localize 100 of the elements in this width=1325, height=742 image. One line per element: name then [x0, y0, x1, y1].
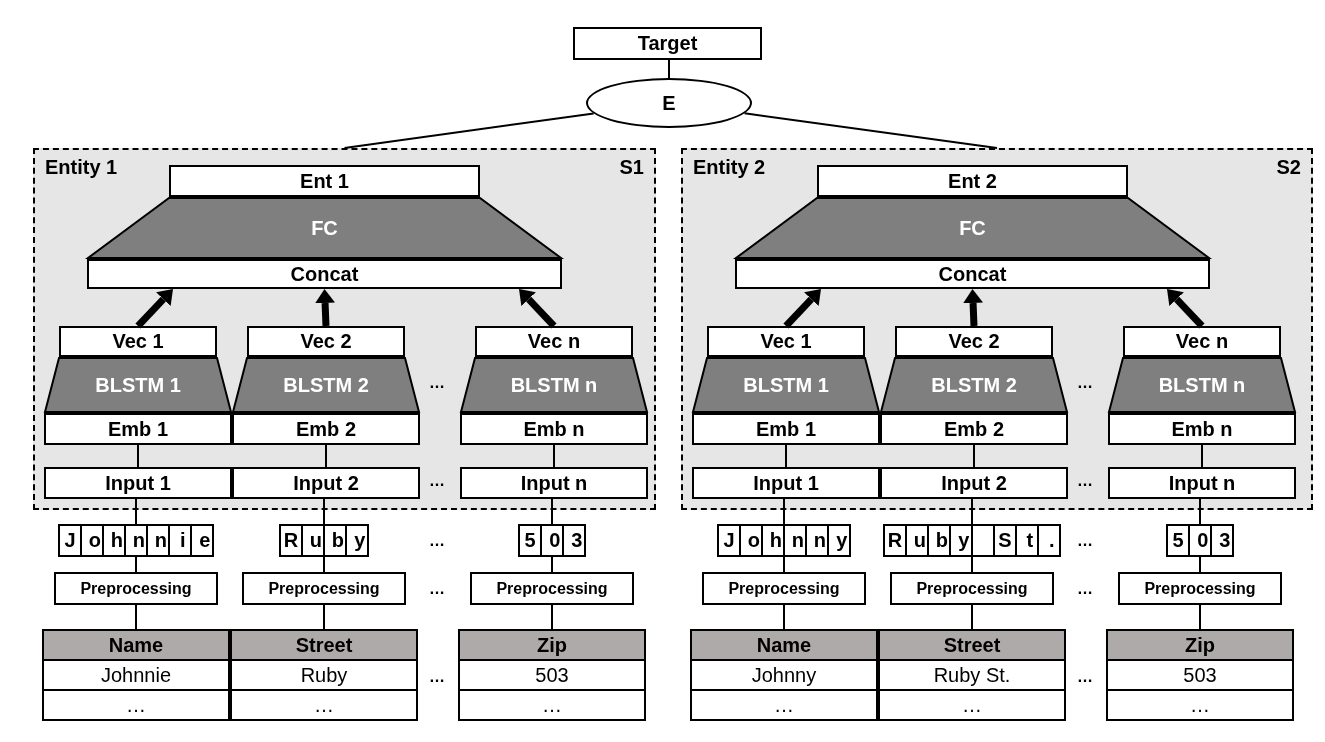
block-arrow [519, 289, 557, 329]
table-cell: Ruby [230, 659, 418, 691]
table-cell: … [458, 689, 646, 721]
connector-line [783, 498, 785, 525]
panel-title: Entity 2 [693, 156, 766, 179]
connector-line [971, 498, 973, 525]
panel-label: S2 [1276, 156, 1301, 179]
blstm-layer: BLSTM 1 [44, 357, 232, 413]
layer-box: Ent 1 [169, 165, 480, 197]
output-box: Target [573, 27, 762, 60]
connector-line [135, 556, 137, 573]
vector-box: Vec 1 [707, 326, 865, 357]
table-cell: … [42, 689, 230, 721]
vector-box: Vec n [475, 326, 633, 357]
column-header: Name [42, 629, 230, 661]
connector-line [343, 112, 595, 149]
column-header: Zip [1106, 629, 1294, 661]
table-cell: … [230, 689, 418, 721]
embedding-box: Emb n [1108, 413, 1296, 445]
table-cell: Johnnie [42, 659, 230, 691]
connector-line [323, 498, 325, 525]
vector-box: Vec n [1123, 326, 1281, 357]
block-arrow [963, 289, 984, 327]
block-arrow [315, 289, 336, 327]
input-box: Input 1 [44, 467, 232, 499]
connector-line [553, 444, 555, 468]
layer-box: Ent 2 [817, 165, 1128, 197]
character-strip: R u b y S t . [883, 524, 1061, 557]
layer-box: Concat [87, 259, 562, 289]
block-arrow [135, 289, 173, 329]
input-box: Input n [1108, 467, 1296, 499]
ellipsis-label: … [429, 580, 445, 598]
table-cell: … [1106, 689, 1294, 721]
connector-line [551, 498, 553, 525]
column-header: Zip [458, 629, 646, 661]
connector-line [551, 556, 553, 573]
connector-line [785, 444, 787, 468]
block-arrow [783, 289, 821, 329]
vector-box: Vec 2 [247, 326, 405, 357]
ellipsis-label: … [429, 532, 445, 550]
connector-line [973, 444, 975, 468]
connector-line [971, 556, 973, 573]
input-box: Input 1 [692, 467, 880, 499]
connector-line [135, 498, 137, 525]
connector-line [1199, 604, 1201, 630]
preprocessing-box: Preprocessing [470, 572, 634, 605]
preprocessing-box: Preprocessing [54, 572, 218, 605]
layer-box: Concat [735, 259, 1210, 289]
connector-line [971, 604, 973, 630]
connector-line [668, 59, 670, 79]
connector-line [323, 556, 325, 573]
ensemble-ellipse: E [586, 78, 752, 128]
blstm-layer: BLSTM 1 [692, 357, 880, 413]
input-box: Input 2 [232, 467, 420, 499]
connector-line [783, 556, 785, 573]
connector-line [323, 604, 325, 630]
table-cell: … [878, 689, 1066, 721]
embedding-box: Emb n [460, 413, 648, 445]
table-cell: Ruby St. [878, 659, 1066, 691]
vector-box: Vec 1 [59, 326, 217, 357]
character-strip: J o h n n i e [58, 524, 214, 557]
block-arrow [1167, 289, 1205, 329]
table-cell: … [690, 689, 878, 721]
preprocessing-box: Preprocessing [1118, 572, 1282, 605]
connector-line [1199, 556, 1201, 573]
ellipsis-label: … [1077, 580, 1093, 598]
blstm-layer: BLSTM n [460, 357, 648, 413]
character-strip: 5 0 3 [518, 524, 586, 557]
blstm-layer: BLSTM 2 [880, 357, 1068, 413]
panel-label: S1 [619, 156, 644, 179]
fc-layer: FC [87, 197, 562, 259]
blstm-layer: BLSTM 2 [232, 357, 420, 413]
character-strip: 5 0 3 [1166, 524, 1234, 557]
table-cell: 503 [1106, 659, 1294, 691]
connector-line [135, 604, 137, 630]
preprocessing-box: Preprocessing [702, 572, 866, 605]
panel-title: Entity 1 [45, 156, 118, 179]
fc-layer: FC [735, 197, 1210, 259]
entity-panel [33, 148, 656, 510]
column-header: Street [230, 629, 418, 661]
embedding-box: Emb 2 [232, 413, 420, 445]
preprocessing-box: Preprocessing [890, 572, 1054, 605]
input-box: Input n [460, 467, 648, 499]
ellipsis-label: … [1077, 668, 1093, 686]
connector-line [1199, 498, 1201, 525]
connector-line [743, 112, 998, 149]
ellipsis-label: … [1077, 532, 1093, 550]
ellipsis-label: … [429, 472, 445, 490]
ellipsis-label: … [1077, 472, 1093, 490]
embedding-box: Emb 2 [880, 413, 1068, 445]
preprocessing-box: Preprocessing [242, 572, 406, 605]
character-strip: R u b y [279, 524, 369, 557]
ellipsis-label: … [1077, 374, 1093, 392]
ellipsis-label: … [429, 668, 445, 686]
table-cell: Johnny [690, 659, 878, 691]
ellipsis-label: … [429, 374, 445, 392]
embedding-box: Emb 1 [692, 413, 880, 445]
embedding-box: Emb 1 [44, 413, 232, 445]
connector-line [137, 444, 139, 468]
vector-box: Vec 2 [895, 326, 1053, 357]
